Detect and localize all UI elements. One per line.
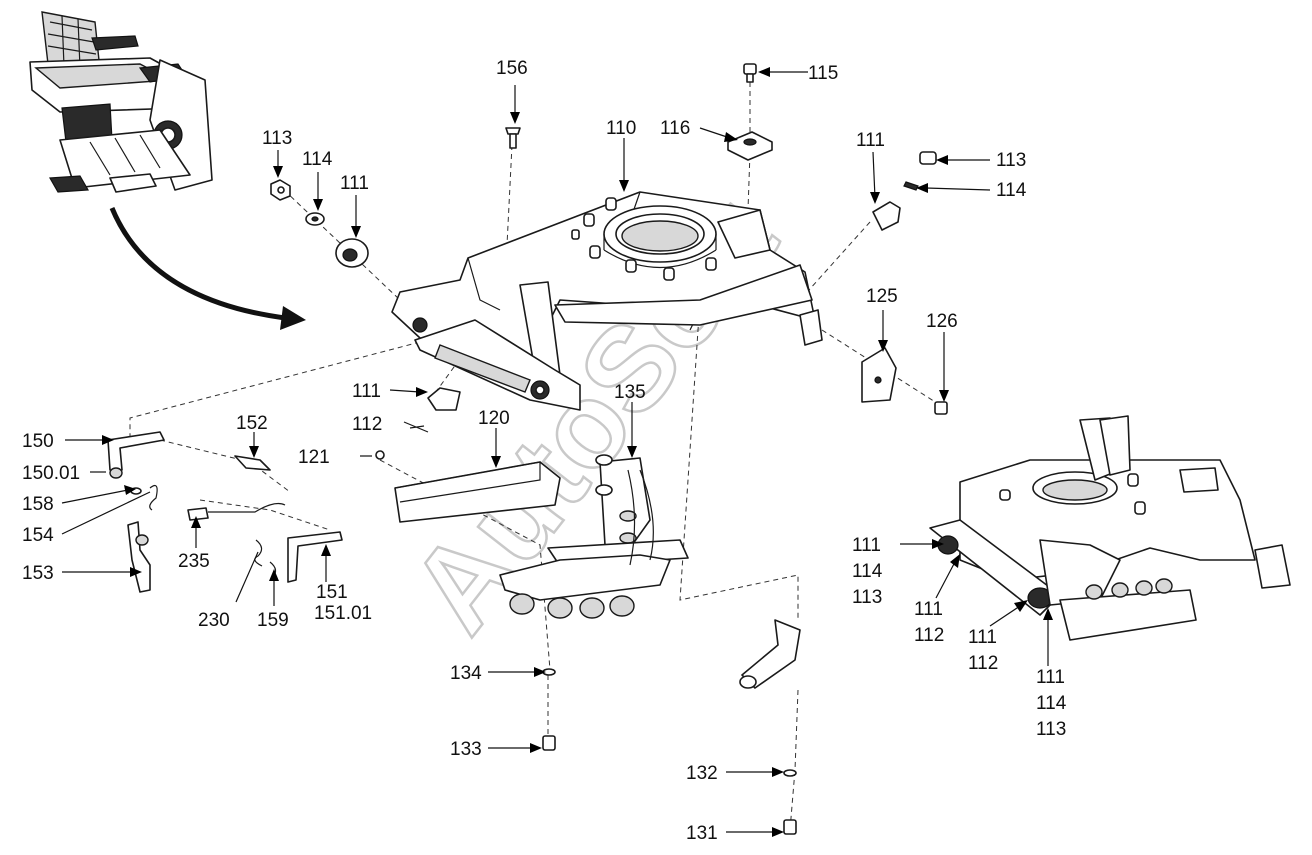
callout-120: 120 [478, 408, 510, 429]
seat-thumbnail [29, 11, 213, 193]
callout-112: 112 [352, 414, 382, 435]
callout-114: 114 [996, 180, 1027, 201]
callout-158: 158 [22, 494, 54, 515]
callout-154: 154 [22, 525, 54, 546]
callout-115: 115 [808, 63, 838, 84]
callout-153: 153 [22, 563, 54, 584]
valve-manifold-135 [499, 454, 689, 619]
callout-111: 111 [340, 173, 369, 194]
callout-113: 113 [1036, 719, 1066, 740]
callout-111: 111 [968, 627, 997, 648]
callout-111: 111 [914, 599, 943, 620]
callout-110: 110 [606, 118, 636, 139]
callout-113: 113 [262, 128, 292, 149]
callout-121: 121 [298, 447, 330, 468]
pointer-arrow [109, 207, 306, 330]
bracket-125 [861, 347, 897, 403]
callout-126: 126 [926, 311, 958, 332]
callout-111: 111 [856, 130, 885, 151]
callout-111: 111 [352, 381, 381, 402]
rail-120 [375, 450, 561, 523]
callout-132: 132 [686, 763, 718, 784]
callout-116: 116 [660, 118, 690, 139]
callout-131: 131 [686, 823, 718, 844]
bolt-115 [743, 63, 757, 83]
callout-125: 125 [866, 286, 898, 307]
callout-230: 230 [198, 610, 230, 631]
block-116 [727, 131, 773, 161]
right-hardware-111-113-114 [872, 151, 937, 231]
callout-151-01: 151.01 [314, 603, 372, 624]
bolts-bottom [542, 668, 797, 835]
callout-150-01: 150.01 [22, 463, 80, 484]
callout-152: 152 [236, 413, 268, 434]
callout-111: 111 [1036, 667, 1065, 688]
callout-151: 151 [316, 582, 348, 603]
hose-elbow [739, 619, 801, 689]
callout-112: 112 [968, 653, 998, 674]
lever-assembly [107, 431, 343, 593]
frame-bosses [571, 197, 717, 281]
callout-113: 113 [852, 587, 882, 608]
callout-135: 135 [614, 382, 646, 403]
callout-134: 134 [450, 663, 482, 684]
assembled-view [929, 415, 1291, 641]
bolt-126 [934, 401, 948, 415]
callout-114: 114 [302, 149, 333, 170]
callout-114: 114 [1036, 693, 1067, 714]
callout-159: 159 [257, 610, 289, 631]
callout-114: 114 [852, 561, 883, 582]
left-hardware-113-114-111 [270, 179, 369, 268]
callout-150: 150 [22, 431, 54, 452]
callout-235: 235 [178, 551, 210, 572]
callout-156: 156 [496, 58, 528, 79]
roller-111-112 [403, 387, 461, 433]
leader-lines [61, 67, 1053, 837]
bolt-156 [505, 127, 521, 149]
callout-113: 113 [996, 150, 1026, 171]
callout-labels: 156 115 110 116 113 114 111 111 113 114 … [22, 58, 1067, 844]
seat-frame-110 [391, 191, 823, 411]
callout-112: 112 [914, 625, 944, 646]
callout-133: 133 [450, 739, 482, 760]
callout-111: 111 [852, 535, 881, 556]
